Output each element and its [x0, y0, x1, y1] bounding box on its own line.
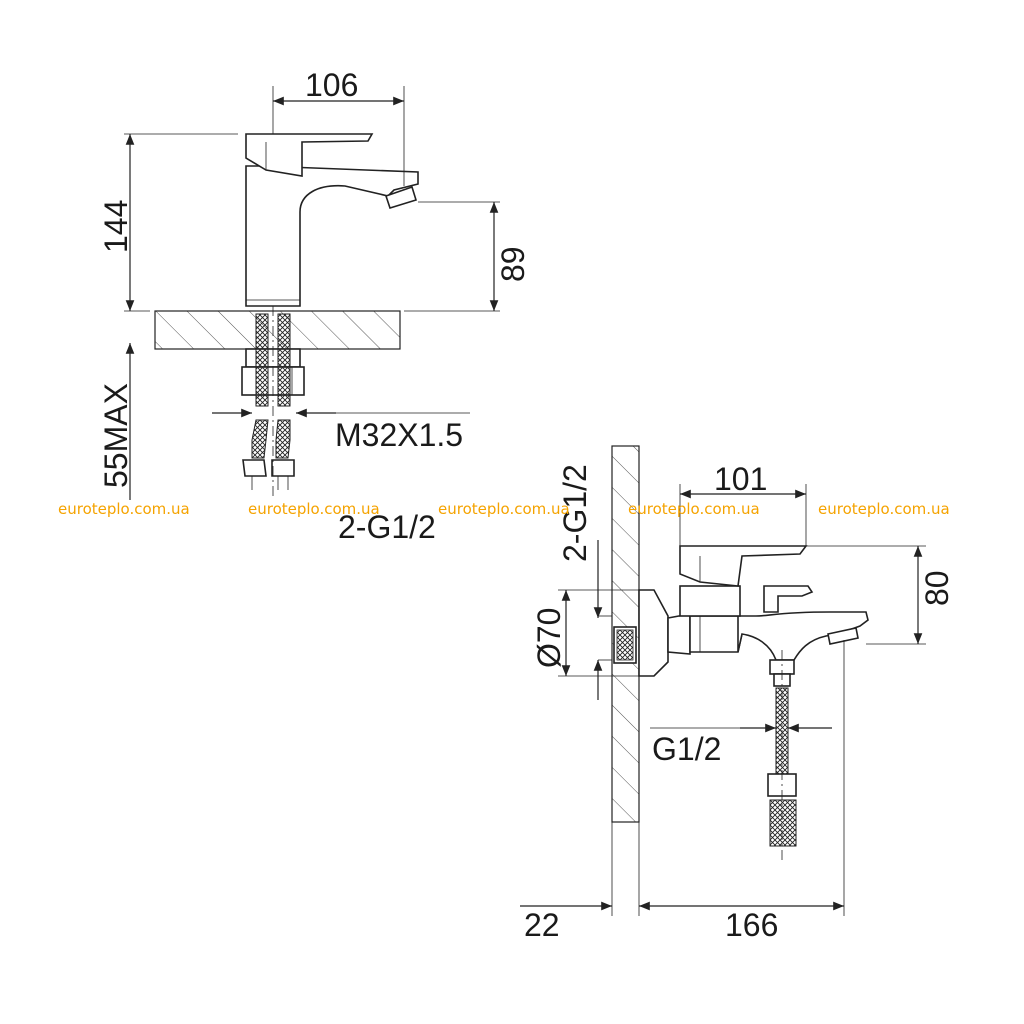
watermark-text: euroteplo.com.ua: [438, 500, 570, 518]
basin-hose-left: [255, 313, 269, 407]
bath-inlets-label: 2-G1/2: [557, 464, 593, 562]
basin-mixer-drawing: 106 144 89 M32X1.5 55MAX 2-G1/2: [98, 67, 531, 545]
bath-lever: [679, 545, 808, 587]
flange-diameter-label: Ø70: [531, 608, 567, 668]
basin-lever: [245, 133, 374, 177]
spout-height-label: 89: [495, 246, 531, 282]
basin-height-label: 144: [98, 200, 134, 253]
hose-thread-label: G1/2: [652, 731, 721, 767]
basin-hose-right: [277, 313, 291, 407]
wall-offset-label: 22: [524, 907, 560, 943]
max-thickness-label: 55MAX: [98, 383, 134, 488]
basin-width-label: 106: [305, 67, 358, 103]
watermark-text: euroteplo.com.ua: [628, 500, 760, 518]
bath-depth-label: 166: [725, 907, 778, 943]
watermark-text: euroteplo.com.ua: [248, 500, 380, 518]
bath-height-label: 80: [919, 570, 955, 606]
watermark-text: euroteplo.com.ua: [818, 500, 950, 518]
basin-tap-body: [245, 165, 419, 307]
bath-mixer-drawing: 101 80 2-G1/2 Ø70 G1/2 22 166: [520, 445, 955, 943]
watermark-text: euroteplo.com.ua: [58, 500, 190, 518]
wall-flange: [638, 589, 669, 677]
thread-label: M32X1.5: [335, 417, 463, 453]
bath-width-label: 101: [714, 461, 767, 497]
basin-inlets-label: 2-G1/2: [338, 509, 436, 545]
watermark-row: euroteplo.com.ua euroteplo.com.ua eurote…: [58, 500, 950, 518]
